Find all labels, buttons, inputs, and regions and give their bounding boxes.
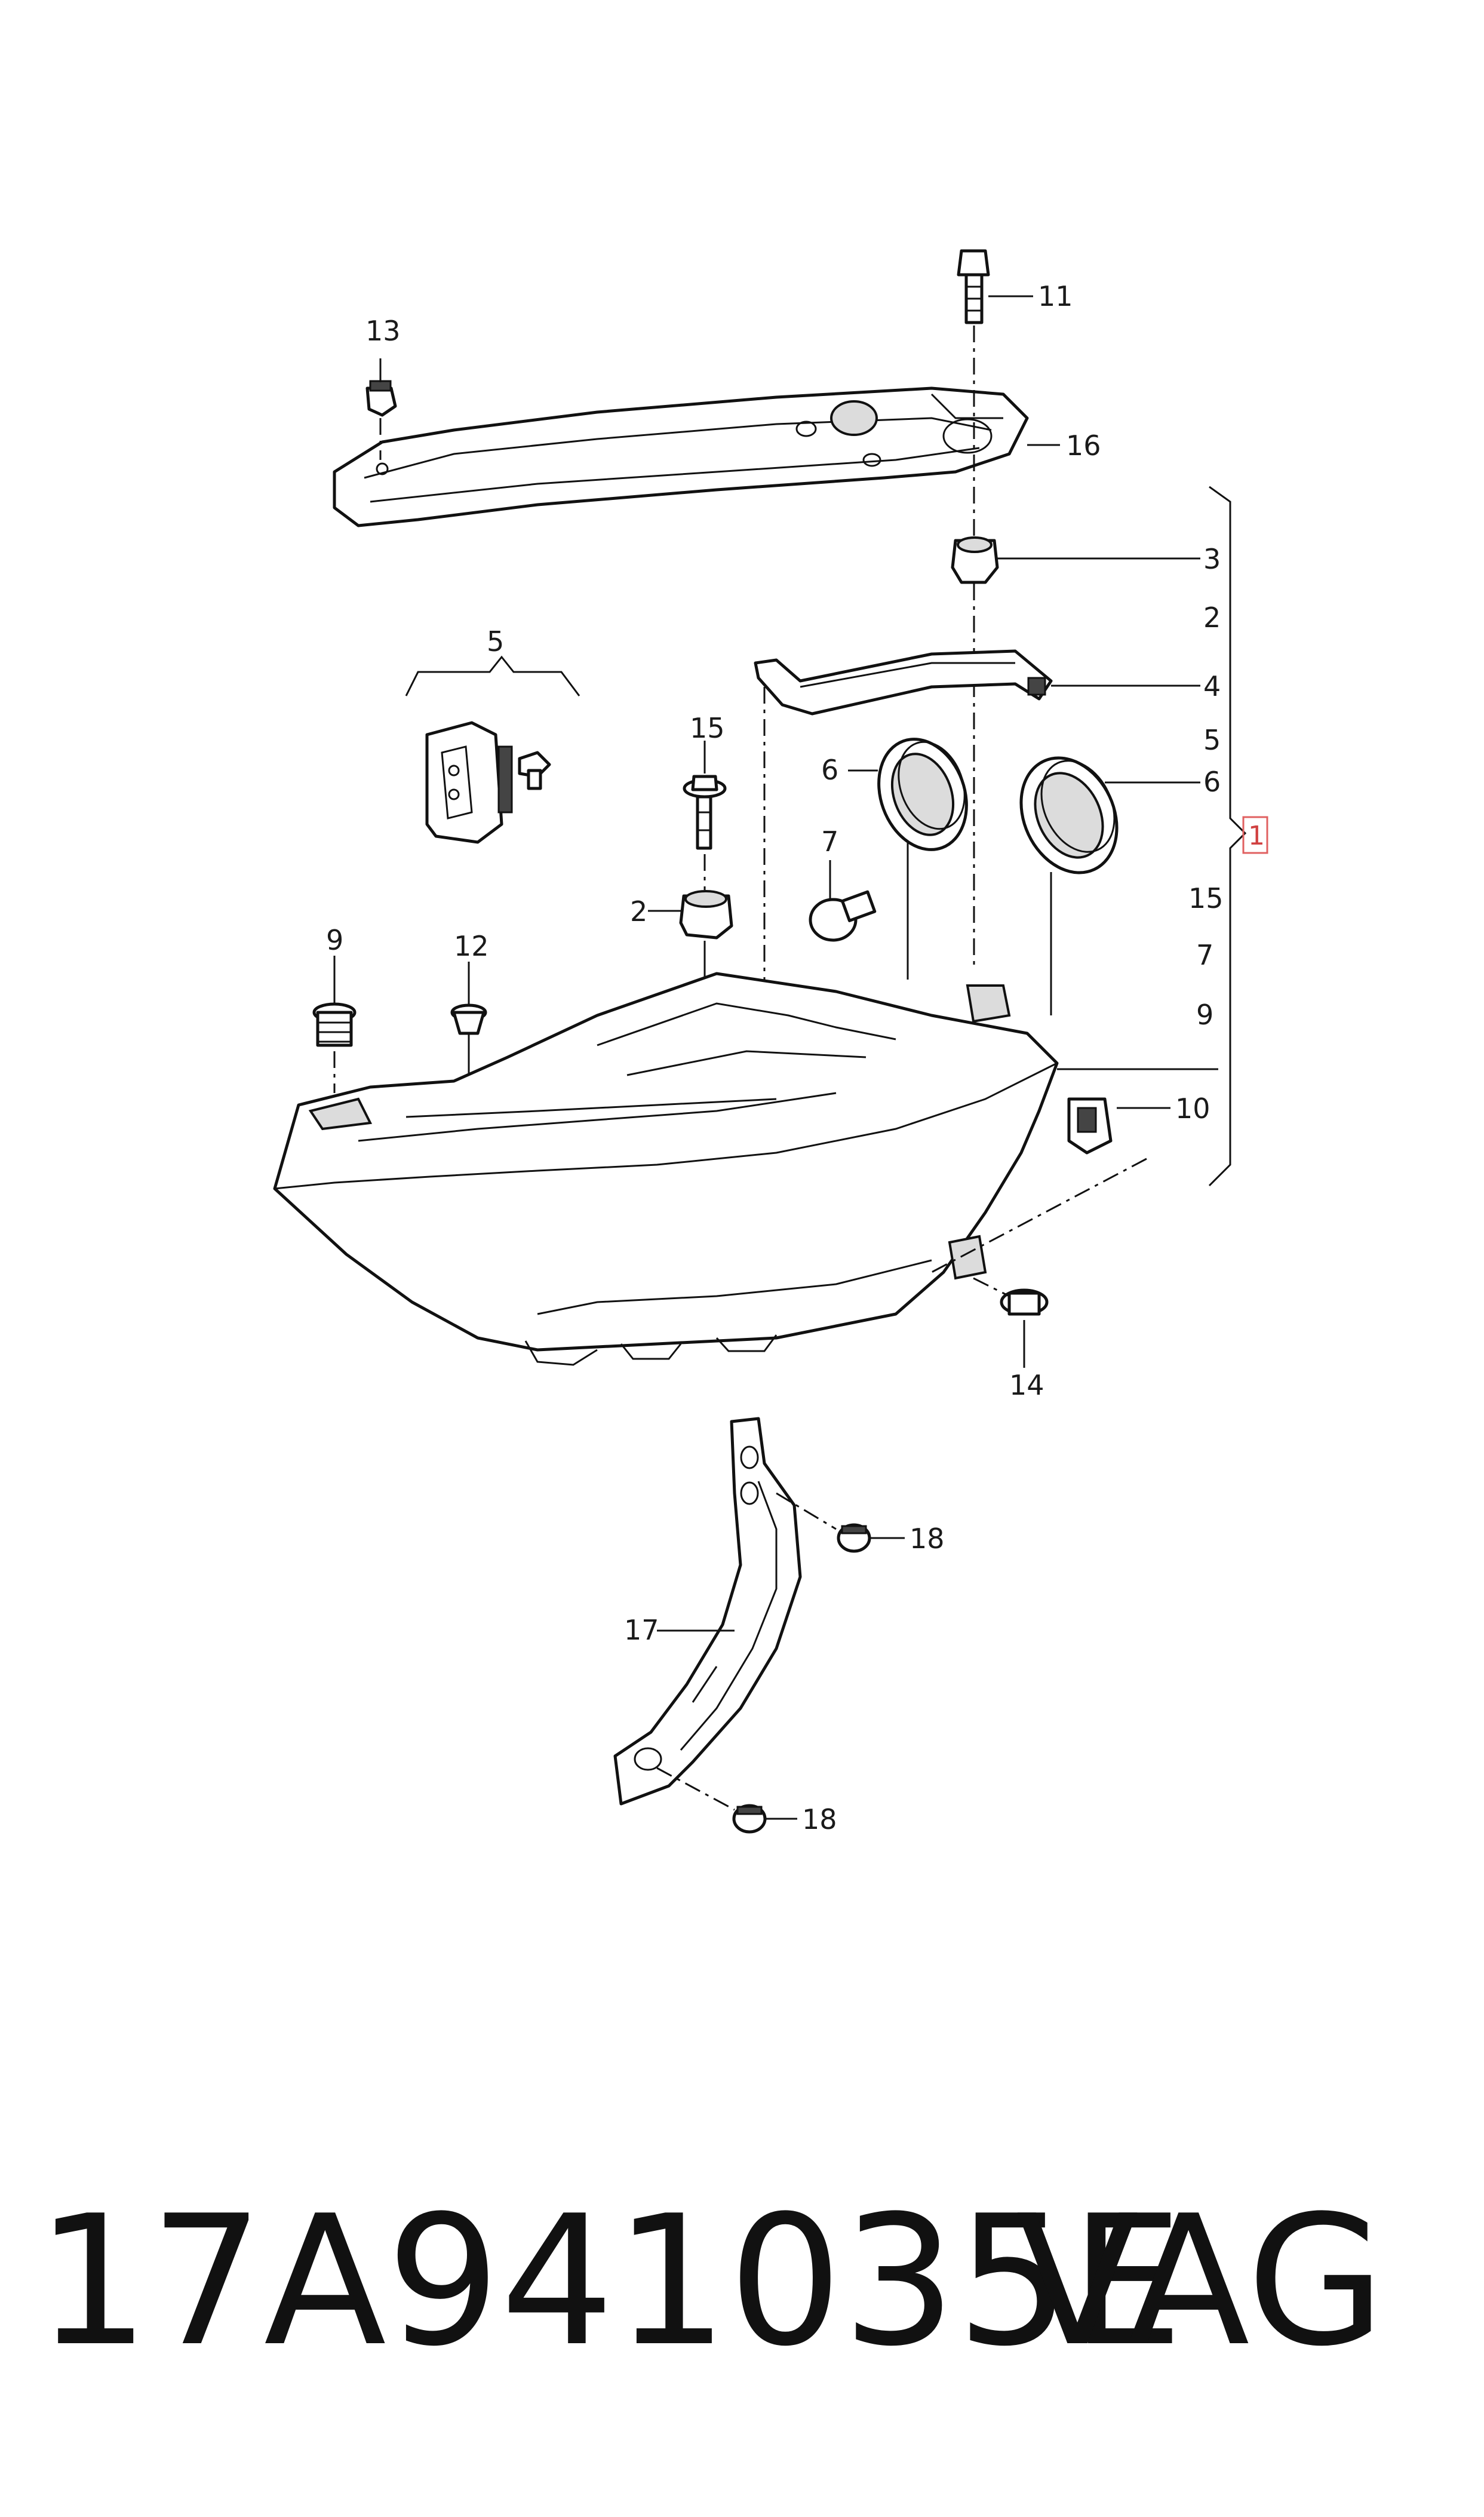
callout-15-screw: 15	[690, 712, 725, 744]
headlight-housing	[273, 972, 1059, 1366]
callout-11: 11	[1038, 280, 1073, 312]
callout-10: 10	[1175, 1092, 1210, 1125]
part-6-cap-left	[877, 738, 968, 851]
part-12-plug	[450, 1003, 487, 1035]
part-17-lower-bracket	[613, 1417, 802, 1806]
callout-18-lower: 18	[802, 1803, 837, 1835]
part-7-bulb	[809, 890, 877, 942]
callout-13: 13	[365, 315, 401, 347]
part-10-clip	[1067, 1097, 1113, 1155]
callout-18-upper: 18	[910, 1523, 945, 1555]
footer-part-number-row: 17A941035E VAG	[36, 2174, 1457, 2389]
assembly-brace	[1208, 486, 1247, 1187]
part-14-screw	[1000, 1288, 1049, 1316]
callout-14: 14	[1009, 1369, 1044, 1401]
part-5-control-module	[405, 655, 580, 844]
callout-9-list: 9	[1196, 999, 1213, 1031]
part-9-grommet	[312, 1002, 357, 1047]
part-6-cap-right	[1019, 756, 1119, 874]
part-16-upper-bracket	[333, 386, 1029, 527]
part-13-nut	[365, 380, 397, 417]
callout-labels: 11 13 16 3 2 5 4 5 6 6 15 1 7 15 2 9 12 …	[326, 280, 1268, 1835]
brand-name: VAG	[1016, 2177, 1385, 2386]
callout-2-list: 2	[1203, 601, 1221, 634]
callout-9-grommet: 9	[326, 924, 343, 956]
callout-5-list: 5	[1203, 724, 1221, 756]
callout-15-list: 15	[1188, 882, 1224, 914]
callout-6-left: 6	[821, 754, 838, 786]
callout-4: 4	[1203, 670, 1221, 702]
callout-7-bulb: 7	[821, 825, 838, 858]
leader-lines	[333, 295, 1200, 1820]
callout-2-adjuster: 2	[630, 895, 647, 928]
callout-3: 3	[1203, 543, 1221, 575]
part-number: 17A941035E	[36, 2177, 1184, 2386]
callout-7-list: 7	[1196, 939, 1213, 971]
part-3-adjuster	[951, 536, 999, 584]
callout-1-box	[1242, 816, 1268, 854]
callout-1[interactable]: 1	[1248, 821, 1265, 851]
callout-12: 12	[454, 930, 489, 962]
callout-5-module: 5	[487, 625, 504, 658]
part-11-bolt	[957, 249, 990, 324]
part-18-screw-upper	[837, 1523, 871, 1553]
part-4-trim-strip	[754, 649, 1053, 716]
part-2-adjuster	[679, 890, 733, 940]
part-18-screw-lower	[732, 1804, 767, 1834]
callout-17: 17	[624, 1614, 659, 1646]
callout-6-right: 6	[1203, 766, 1221, 798]
part-15-screw	[683, 775, 727, 850]
callout-16: 16	[1066, 429, 1101, 462]
